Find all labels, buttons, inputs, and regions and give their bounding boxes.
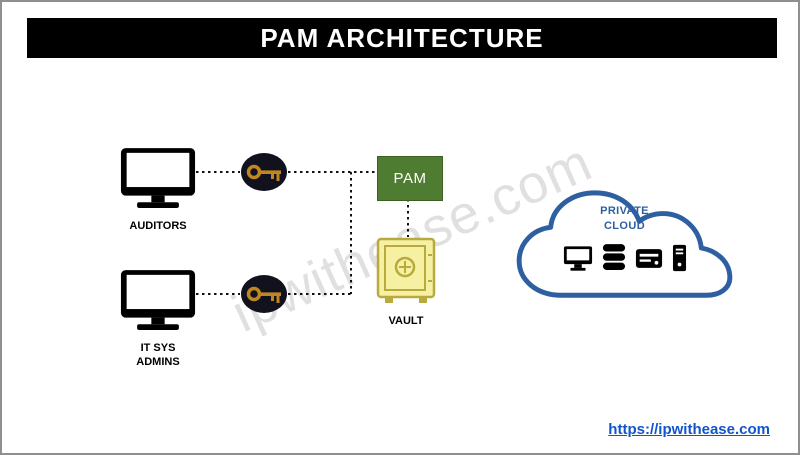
database-icon (602, 244, 625, 270)
page-title: PAM ARCHITECTURE (260, 22, 544, 53)
key-icon (241, 275, 287, 313)
key-token-auditors (240, 152, 288, 192)
tower-pc-icon (672, 244, 686, 272)
pam-label: PAM (393, 170, 427, 187)
node-vault: VAULT (376, 237, 436, 328)
title-bar: PAM ARCHITECTURE (27, 18, 777, 58)
node-pam: PAM (377, 156, 443, 201)
site-link[interactable]: https://ipwithease.com (608, 421, 770, 438)
cloud-resource-icons (507, 244, 742, 272)
node-auditors: AUDITORS (120, 147, 196, 233)
vault-icon (376, 237, 436, 303)
key-icon (241, 153, 287, 191)
footer: https://ipwithease.com (608, 421, 770, 439)
it-sys-admins-label: IT SYS ADMINS (136, 342, 180, 369)
node-private-cloud: PRIVATE CLOUD (507, 184, 742, 312)
vault-label: VAULT (388, 315, 424, 327)
node-it-sys-admins: IT SYS ADMINS (120, 269, 196, 370)
key-token-admins (240, 274, 288, 314)
auditors-label: AUDITORS (129, 220, 187, 232)
card-reader-icon (635, 248, 662, 268)
monitor-icon (120, 148, 196, 208)
private-cloud-label: PRIVATE CLOUD (600, 205, 649, 232)
monitor-icon (563, 245, 592, 271)
monitor-icon (120, 270, 196, 330)
